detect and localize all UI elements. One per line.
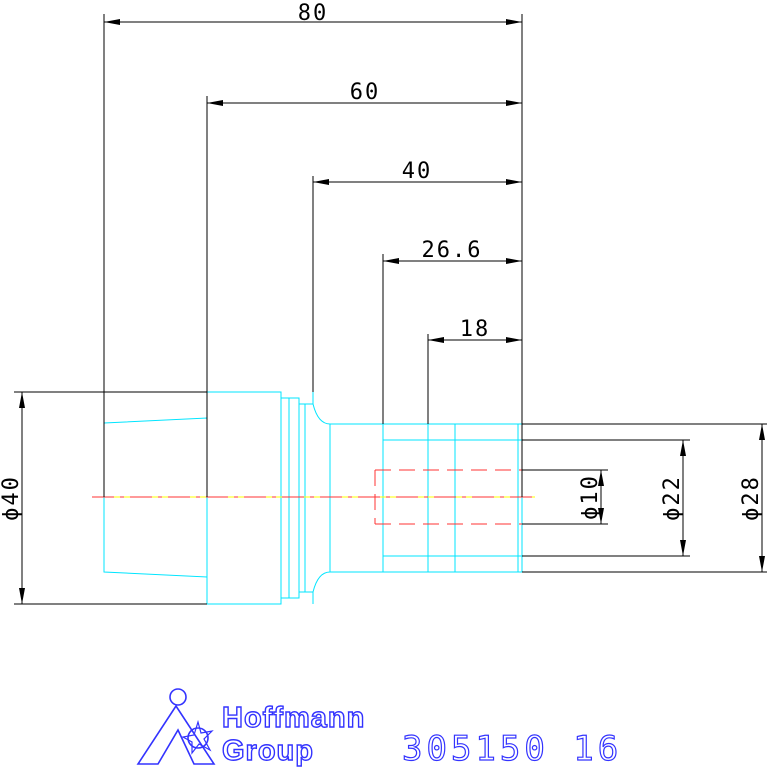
logo-mark-icon [136, 688, 216, 765]
dim-26-6: 26.6 [422, 238, 483, 263]
dim-60: 60 [350, 80, 381, 105]
dim-18: 18 [460, 317, 491, 342]
dim-dia-28: ϕ28 [739, 475, 764, 521]
hoffmann-logo: Hoffmann Group [136, 688, 365, 767]
dim-40: 40 [402, 159, 433, 184]
logo-line1: Hoffmann [222, 702, 365, 734]
dim-dia-40: ϕ40 [0, 475, 24, 521]
dim-80: 80 [298, 1, 329, 26]
part-number: 305150 16 [402, 729, 622, 767]
dim-dia-22: ϕ22 [660, 475, 685, 521]
dim-dia-10: ϕ10 [578, 474, 603, 520]
dimension-lines [14, 14, 767, 605]
part-outline [103, 391, 523, 605]
logo-line2: Group [222, 735, 314, 767]
